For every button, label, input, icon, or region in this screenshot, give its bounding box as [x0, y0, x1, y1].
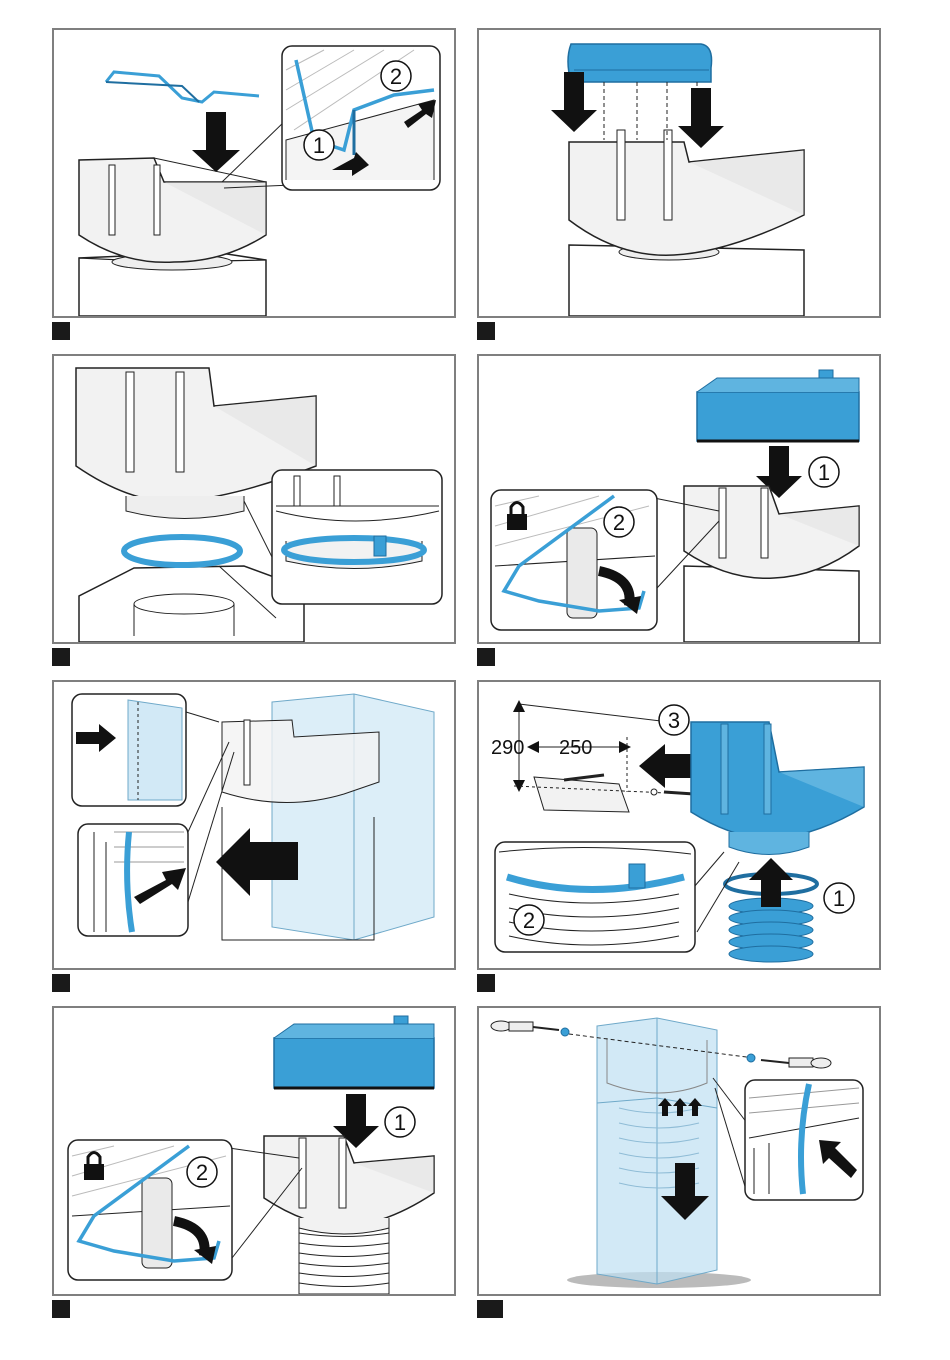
panel-2 — [477, 28, 881, 318]
panel-4: 1 2 — [477, 354, 881, 644]
panel-5 — [52, 680, 456, 970]
callout-1: 1 — [394, 1110, 406, 1135]
callout-2: 2 — [390, 64, 402, 89]
step-marker-4 — [477, 648, 495, 666]
panel-8 — [477, 1006, 881, 1296]
step-marker-3 — [52, 648, 70, 666]
callout-2: 2 — [613, 510, 625, 535]
panel-6: 290 250 3 1 — [477, 680, 881, 970]
screwdriver-left-icon — [491, 1021, 569, 1036]
step-marker-7 — [52, 1300, 70, 1318]
panel-7: 1 2 — [52, 1006, 456, 1296]
callout-1: 1 — [818, 460, 830, 485]
step-marker-8 — [477, 1300, 503, 1318]
callout-1: 1 — [833, 886, 845, 911]
callout-1: 1 — [313, 133, 325, 158]
step-marker-2 — [477, 322, 495, 340]
dimension-290: 290 — [491, 737, 524, 759]
screwdriver-right-icon — [747, 1054, 831, 1068]
panel-3 — [52, 354, 456, 644]
step-marker-6 — [477, 974, 495, 992]
dimension-250: 250 — [559, 737, 592, 759]
callout-3: 3 — [668, 708, 680, 733]
step-marker-5 — [52, 974, 70, 992]
panel-1: 1 2 — [52, 28, 456, 318]
callout-2: 2 — [196, 1160, 208, 1185]
callout-2: 2 — [523, 908, 535, 933]
step-marker-1 — [52, 322, 70, 340]
